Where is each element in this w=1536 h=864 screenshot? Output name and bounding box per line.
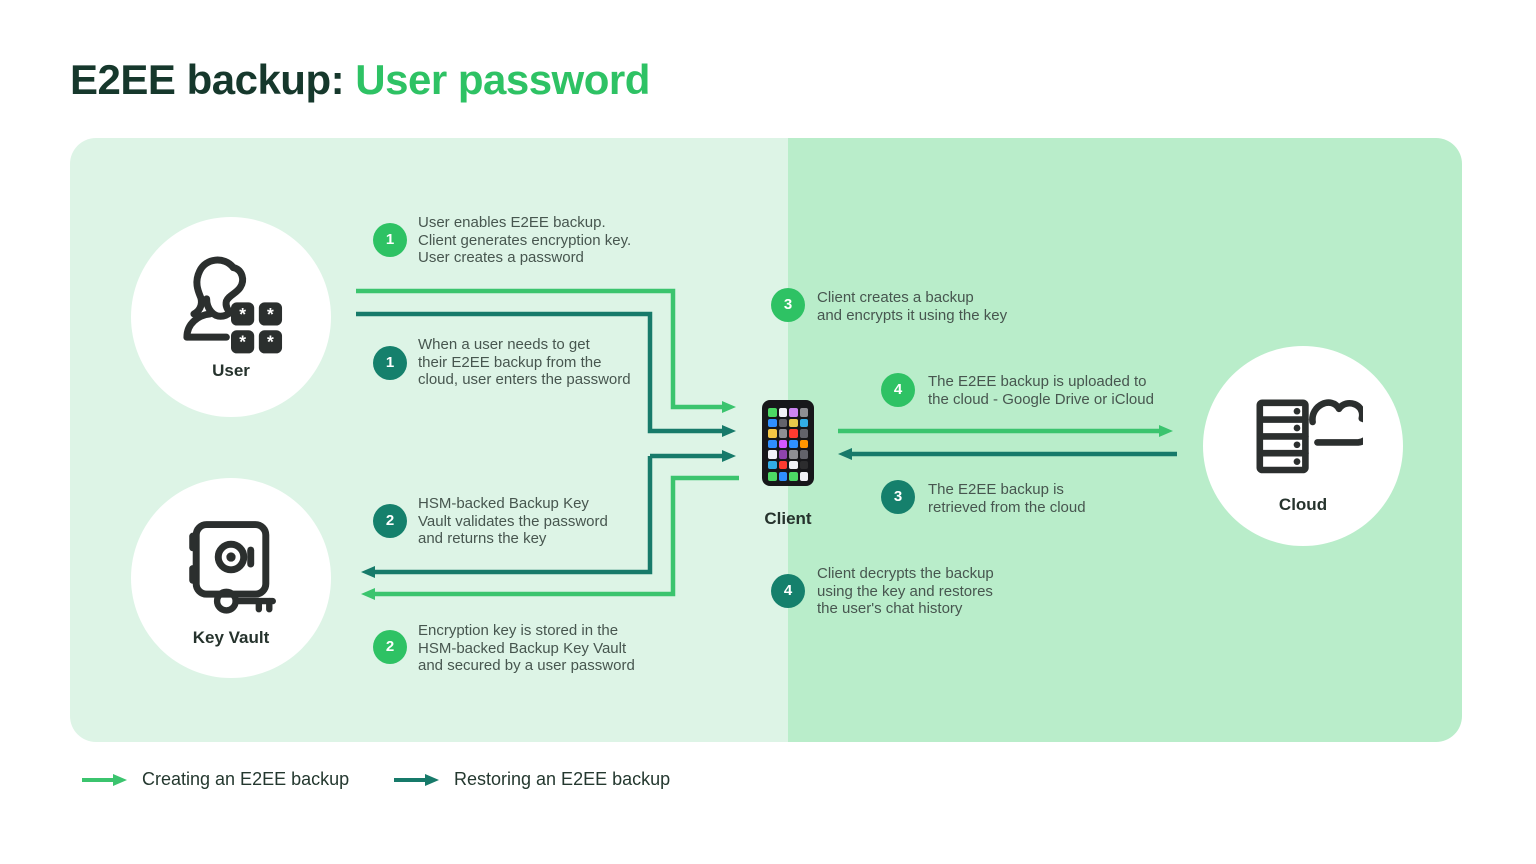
step-badge-creating-1: 1 (373, 223, 407, 257)
step-badge-restoring-1: 1 (373, 346, 407, 380)
step-badge-creating-3: 3 (771, 288, 805, 322)
svg-text:*: * (267, 304, 274, 324)
page-title: E2EE backup: User password (70, 56, 650, 104)
legend-label-restoring: Restoring an E2EE backup (454, 769, 671, 789)
step-badge-creating-2: 2 (373, 630, 407, 664)
creating-arrow-icon (82, 773, 127, 786)
step-text-restoring-4: Client decrypts the backup using the key… (817, 565, 994, 617)
step-badge-restoring-4: 4 (771, 574, 805, 608)
client-label: Client (764, 509, 812, 528)
key-vault-label: Key Vault (192, 628, 270, 647)
svg-text:*: * (239, 304, 246, 324)
step-badge-restoring-3: 3 (881, 480, 915, 514)
step-text-creating-2: Encryption key is stored in the HSM-back… (418, 622, 635, 674)
step-text-restoring-3: The E2EE backup is retrieved from the cl… (928, 481, 1086, 516)
title-highlight: User password (355, 56, 650, 103)
svg-text:*: * (239, 332, 246, 352)
restoring-arrow-icon (394, 773, 439, 786)
server-cloud-icon (1256, 399, 1363, 474)
legend-item-creating: Creating an E2EE backup (80, 769, 349, 790)
node-key-vault: Key Vault (131, 478, 331, 678)
user-with-password-pad-icon: * * * * (183, 256, 283, 354)
safe-with-key-icon (189, 521, 276, 614)
cloud-label: Cloud (1278, 495, 1328, 514)
step-text-restoring-2: HSM-backed Backup Key Vault validates th… (418, 495, 608, 547)
step-text-creating-3: Client creates a backup and encrypts it … (817, 289, 1008, 324)
phone-app-grid (768, 408, 808, 469)
phone-dock (768, 472, 808, 481)
step-badge-creating-4: 4 (881, 373, 915, 407)
svg-text:*: * (267, 332, 274, 352)
legend-label-creating: Creating an E2EE backup (142, 769, 350, 789)
legend-item-restoring: Restoring an E2EE backup (392, 769, 670, 790)
title-prefix: E2EE backup: (70, 56, 356, 103)
node-user: * * * * User (131, 217, 331, 417)
node-cloud: Cloud (1203, 346, 1403, 546)
user-label: User (212, 361, 250, 380)
step-badge-restoring-2: 2 (373, 504, 407, 538)
step-text-creating-4: The E2EE backup is uploaded to the cloud… (928, 373, 1154, 408)
smartphone-app-grid-icon (762, 400, 814, 486)
step-text-creating-1: User enables E2EE backup. Client generat… (418, 214, 632, 266)
step-text-restoring-1: When a user needs to get their E2EE back… (418, 336, 631, 388)
